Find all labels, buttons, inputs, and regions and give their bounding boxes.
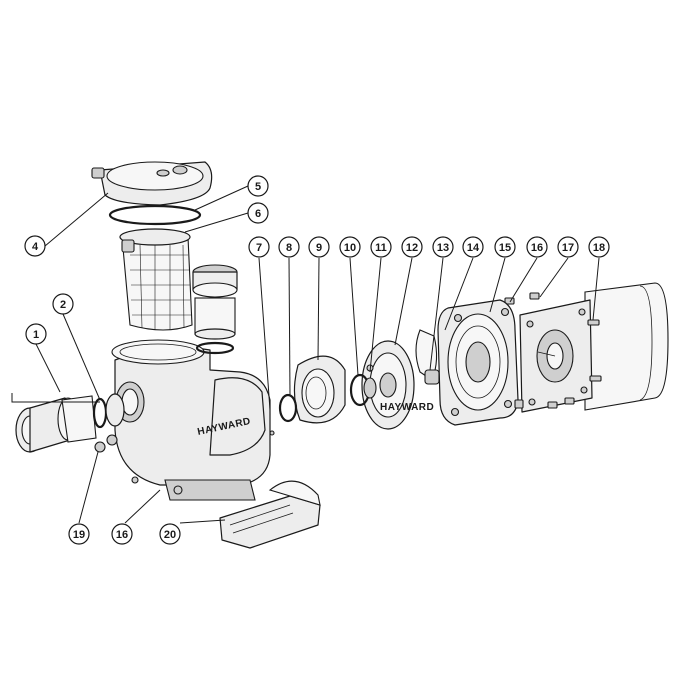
pump-base [219,480,321,549]
svg-text:13: 13 [437,242,449,254]
svg-text:1: 1 [33,329,39,341]
callout-11: 11 [370,236,392,258]
union-connector [192,264,238,355]
callout-20: 20 [159,523,181,545]
callout-16-bottom: 16 [111,523,133,545]
callout-5: 5 [247,175,269,197]
motor [519,282,669,413]
svg-text:5: 5 [255,181,261,193]
svg-text:6: 6 [255,208,261,220]
callout-18: 18 [588,236,610,258]
callout-12: 12 [401,236,423,258]
svg-text:15: 15 [499,242,511,254]
svg-text:16: 16 [531,242,543,254]
svg-text:11: 11 [375,242,387,254]
diffuser: HAYWARD [361,340,434,430]
callout-14: 14 [462,236,484,258]
callout-19: 19 [68,523,90,545]
callout-10: 10 [339,236,361,258]
svg-text:12: 12 [406,242,418,254]
callout-13: 13 [432,236,454,258]
svg-text:8: 8 [286,242,292,254]
inlet-union [15,393,125,453]
svg-text:10: 10 [344,242,356,254]
housing-gasket [293,355,346,424]
svg-text:20: 20 [164,529,176,541]
motor-bolts [504,292,602,409]
drain-plugs [94,434,118,453]
callout-1: 1 [25,323,47,345]
callout-15: 15 [494,236,516,258]
callout-4: 4 [24,235,46,257]
svg-text:9: 9 [316,242,322,254]
leader-lines [11,185,600,524]
pump-housing: HAYWARD [111,339,271,501]
callout-17: 17 [557,236,579,258]
callout-9: 9 [308,236,330,258]
svg-text:14: 14 [467,242,480,254]
svg-text:17: 17 [562,242,574,254]
svg-text:18: 18 [593,242,605,254]
callout-6: 6 [247,202,269,224]
callouts: 1 2 4 5 6 7 8 9 10 11 12 13 14 15 16 17 … [24,175,610,545]
callout-8: 8 [278,236,300,258]
svg-text:7: 7 [256,242,262,254]
callout-2: 2 [52,293,74,315]
svg-text:16: 16 [116,529,128,541]
seal-plate [415,299,524,426]
svg-text:2: 2 [60,299,66,311]
lid-o-ring [108,204,202,226]
svg-text:19: 19 [73,529,85,541]
strainer-lid [91,161,213,206]
strainer-basket [119,228,193,331]
svg-text:HAYWARD: HAYWARD [380,402,434,413]
callout-7: 7 [248,236,270,258]
svg-text:4: 4 [32,241,39,253]
impeller [349,364,377,407]
callout-16-top: 16 [526,236,548,258]
